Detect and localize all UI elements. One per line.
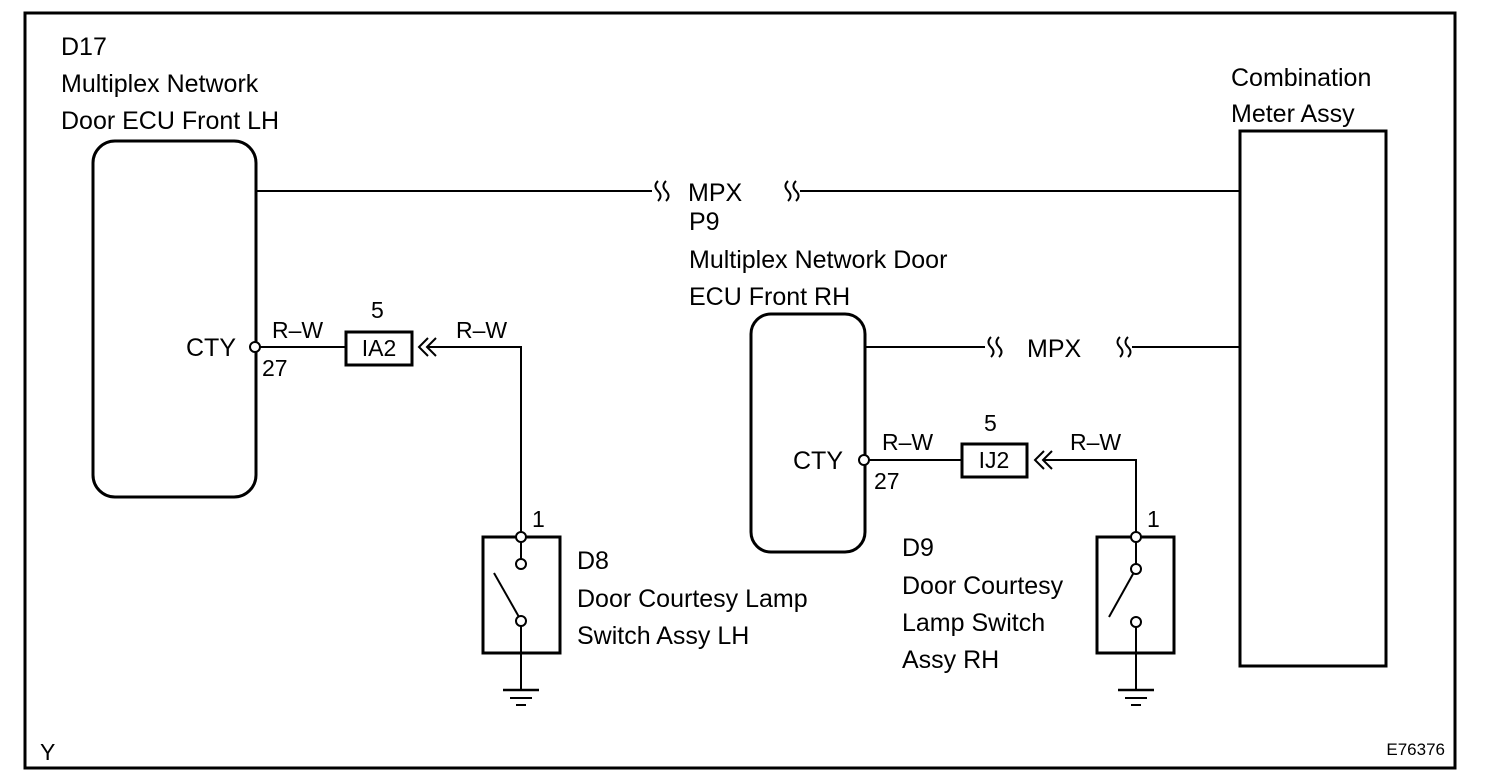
switch-lh-blade: [493, 572, 520, 618]
wire-color-rh-2: R–W: [1070, 429, 1121, 455]
break-mark-icon: [995, 336, 1003, 358]
switch-lh-terminal: [515, 531, 527, 543]
switch-lh-pin: 1: [532, 506, 545, 532]
break-mark-icon: [1116, 336, 1124, 358]
ecu-rh-pin-number: 27: [874, 468, 900, 494]
wire-color-rh-1: R–W: [882, 429, 933, 455]
ecu-lh-name-line2: Door ECU Front LH: [61, 107, 279, 135]
figure-id: E76376: [1386, 740, 1445, 759]
connector-chevron-icon: [417, 337, 437, 357]
switch-lh-pivot-node: [515, 615, 527, 627]
switch-lh-code: D8: [577, 547, 609, 575]
break-mark-icon: [654, 180, 662, 202]
ecu-rh-pin-node: [858, 454, 870, 466]
switch-rh-lower-node: [1130, 616, 1142, 628]
connector-ij2-pin: 5: [984, 410, 997, 436]
ecu-lh-pin-number: 27: [262, 355, 288, 381]
connector-ia2-label: IA2: [362, 335, 397, 361]
break-mark-icon: [784, 180, 792, 202]
switch-lh-contact-node: [515, 558, 527, 570]
connector-chevron-icon: [1033, 450, 1053, 470]
break-mark-icon: [987, 336, 995, 358]
switch-rh-terminal: [1130, 531, 1142, 543]
diagram-frame: [23, 11, 1457, 770]
mpx-label-rh: MPX: [1027, 335, 1082, 363]
connector-ia2-pin: 5: [371, 297, 384, 323]
ground-icon: [503, 688, 539, 706]
wire-ia2-to-switch-lh: [428, 346, 522, 532]
ecu-lh-code: D17: [61, 33, 107, 61]
ecu-rh-name-line2: ECU Front RH: [689, 283, 850, 311]
switch-rh-name-line1: Door Courtesy: [902, 572, 1064, 600]
switch-lh-name-line1: Door Courtesy Lamp: [577, 585, 808, 613]
wire-ij2-to-switch-rh: [1044, 459, 1137, 532]
switch-rh-pin: 1: [1147, 506, 1160, 532]
break-mark-icon: [662, 180, 670, 202]
ecu-lh-box: [91, 139, 258, 499]
mpx-label-lh: MPX: [688, 179, 743, 207]
ground-icon: [1118, 688, 1154, 706]
ecu-rh-name-line1: Multiplex Network Door: [689, 246, 947, 274]
connector-ij2: [960, 442, 1029, 479]
meter-name-line2: Meter Assy: [1231, 100, 1355, 128]
footer-left-mark: Y: [40, 739, 55, 765]
ecu-rh-code: P9: [689, 208, 720, 236]
break-mark-icon: [1124, 336, 1132, 358]
ecu-lh-pin-node: [249, 341, 261, 353]
wire-color-lh-2: R–W: [456, 317, 507, 343]
ecu-rh-pin-label: CTY: [793, 447, 843, 475]
break-mark-icon: [792, 180, 800, 202]
ecu-rh-box: [749, 312, 867, 554]
switch-rh-blade: [1108, 573, 1134, 618]
meter-box: [1238, 129, 1388, 668]
connector-ij2-label: IJ2: [979, 447, 1010, 473]
switch-lh-name-line2: Switch Assy LH: [577, 622, 749, 650]
switch-rh-name-line3: Assy RH: [902, 646, 999, 674]
switch-rh-code: D9: [902, 534, 934, 562]
connector-ia2: [344, 330, 414, 367]
meter-name-line1: Combination: [1231, 64, 1371, 92]
switch-rh-upper-node: [1130, 563, 1142, 575]
ecu-lh-name-line1: Multiplex Network: [61, 70, 259, 98]
ecu-lh-pin-label: CTY: [186, 334, 236, 362]
wire-color-lh-1: R–W: [272, 317, 323, 343]
switch-rh-name-line2: Lamp Switch: [902, 609, 1045, 637]
